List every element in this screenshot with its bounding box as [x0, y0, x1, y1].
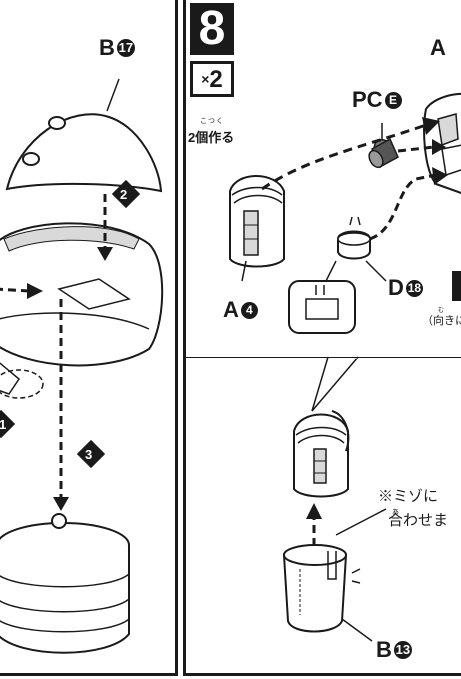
- make-two-ruby: こつく: [200, 118, 224, 125]
- part-letter: A: [223, 297, 239, 322]
- part-letter: B: [376, 637, 392, 662]
- multiplier-sign: ×: [201, 71, 210, 87]
- groove-note-line1: ※ミゾに: [378, 488, 439, 505]
- step-2-number: 2: [120, 187, 128, 202]
- part-letter: B: [99, 35, 115, 60]
- multiplier-value: 2: [209, 66, 223, 93]
- part-number-badge: 18: [405, 280, 423, 297]
- step-1-number: 1: [0, 417, 7, 432]
- step-3-number: 3: [85, 447, 93, 462]
- polycap-pc-e: [368, 137, 399, 169]
- part-number-badge: 4: [240, 302, 258, 319]
- stand-body: [0, 545, 130, 654]
- part-label-a-top: A: [430, 35, 446, 60]
- step-divider: [186, 357, 461, 358]
- stand-knob: [51, 513, 67, 529]
- part-number-badge: E: [384, 92, 402, 109]
- step-8-panel: 8 ×2 こつく 2個作る: [183, 0, 461, 676]
- hole-1: [48, 116, 66, 130]
- part-b17-shell: [5, 113, 163, 193]
- part-letter: D: [388, 275, 404, 300]
- warning-box: [452, 271, 461, 301]
- orientation-note: （向きに: [422, 315, 461, 327]
- step-8-illustration: [229, 92, 461, 642]
- left-step-illustration: [0, 78, 164, 654]
- warning-icon: !: [459, 269, 461, 300]
- part-number-badge: 17: [116, 39, 135, 57]
- orientation-ruby: む: [438, 308, 445, 314]
- hole-2: [22, 152, 40, 166]
- part-letter: PC: [352, 87, 383, 112]
- part-number-badge: 13: [393, 641, 412, 659]
- step-number: 8: [190, 3, 234, 55]
- groove-note-ruby: あ: [392, 509, 399, 516]
- make-two-label: 2個作る: [188, 130, 235, 145]
- groove-note-line2: 合わせま: [388, 512, 449, 529]
- quantity-badge: ×2: [190, 61, 234, 97]
